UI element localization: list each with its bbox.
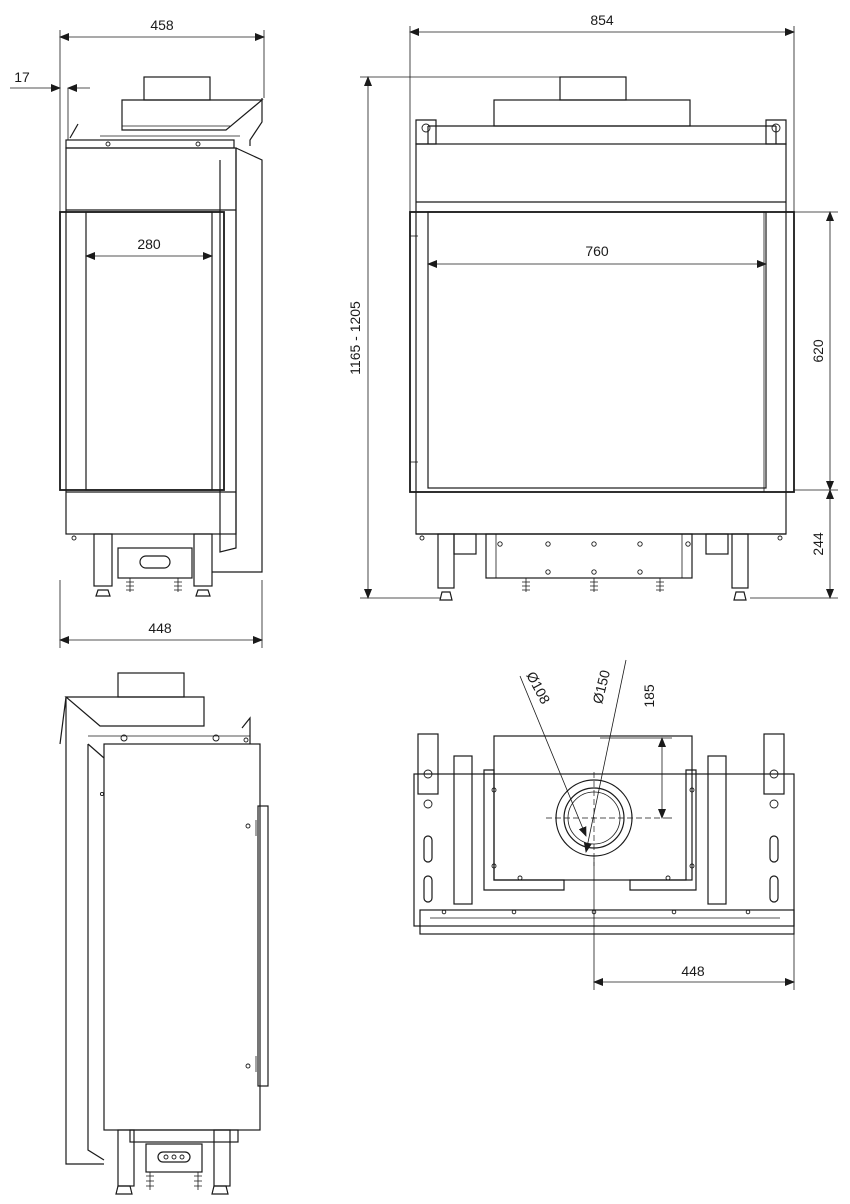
dim-side-base-width: 448: [148, 620, 172, 636]
dim-front-glass-width: 760: [585, 243, 609, 259]
side-view: [10, 30, 265, 648]
dim-side-glass-width: 280: [137, 236, 161, 252]
dim-flue-outer: Ø150: [589, 668, 613, 705]
dim-flue-inner: Ø108: [523, 669, 553, 707]
dim-side-top-width: 458: [150, 17, 174, 33]
dim-front-glass-height: 620: [810, 339, 826, 363]
front-view: [360, 26, 838, 601]
dim-side-offset: 17: [14, 69, 30, 85]
dim-front-top-width: 854: [590, 12, 614, 28]
top-view: [413, 659, 795, 990]
dim-front-base-height: 244: [810, 532, 826, 556]
side-view-rear: [59, 672, 269, 1195]
dim-flue-center: 448: [681, 963, 705, 979]
dim-flue-offset: 185: [641, 684, 657, 708]
dim-front-total-height: 1165 - 1205: [347, 301, 363, 375]
